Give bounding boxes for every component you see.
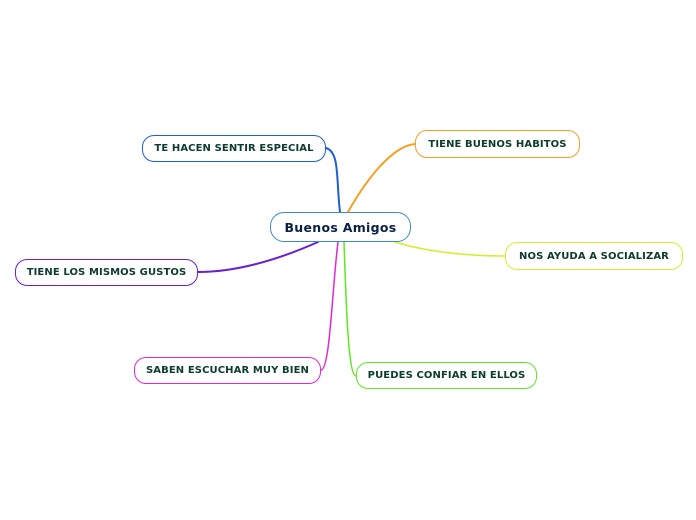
topic-node-puedes-confiar-en-ellos[interactable]: PUEDES CONFIAR EN ELLOS xyxy=(356,362,537,389)
connector-puedes-confiar-en-ellos xyxy=(343,241,357,377)
topic-label: NOS AYUDA A SOCIALIZAR xyxy=(519,250,669,262)
connector-nos-ayuda-a-socializar xyxy=(394,241,506,257)
topic-label: TIENE BUENOS HABITOS xyxy=(428,138,567,150)
topic-node-te-hacen-sentir-especial[interactable]: TE HACEN SENTIR ESPECIAL xyxy=(142,135,326,162)
connector-tiene-los-mismos-gustos xyxy=(197,241,319,273)
topic-label: TIENE LOS MISMOS GUSTOS xyxy=(26,267,187,278)
central-topic-node[interactable]: Buenos Amigos xyxy=(270,212,411,242)
topic-label: TE HACEN SENTIR ESPECIAL xyxy=(154,143,314,154)
topic-node-saben-escuchar-muy-bien[interactable]: SABEN ESCUCHAR MUY BIEN xyxy=(134,357,321,384)
topic-label: SABEN ESCUCHAR MUY BIEN xyxy=(145,365,309,376)
topic-node-tiene-los-mismos-gustos[interactable]: TIENE LOS MISMOS GUSTOS xyxy=(15,259,198,286)
topic-node-nos-ayuda-a-socializar[interactable]: NOS AYUDA A SOCIALIZAR xyxy=(505,242,683,270)
connector-saben-escuchar-muy-bien xyxy=(320,241,339,371)
topic-node-tiene-buenos-habitos[interactable]: TIENE BUENOS HABITOS xyxy=(415,130,580,158)
connector-tiene-buenos-habitos xyxy=(347,143,416,213)
central-topic-label: Buenos Amigos xyxy=(284,219,397,235)
connector-te-hacen-sentir-especial xyxy=(325,147,341,213)
topic-label: PUEDES CONFIAR EN ELLOS xyxy=(367,370,526,381)
